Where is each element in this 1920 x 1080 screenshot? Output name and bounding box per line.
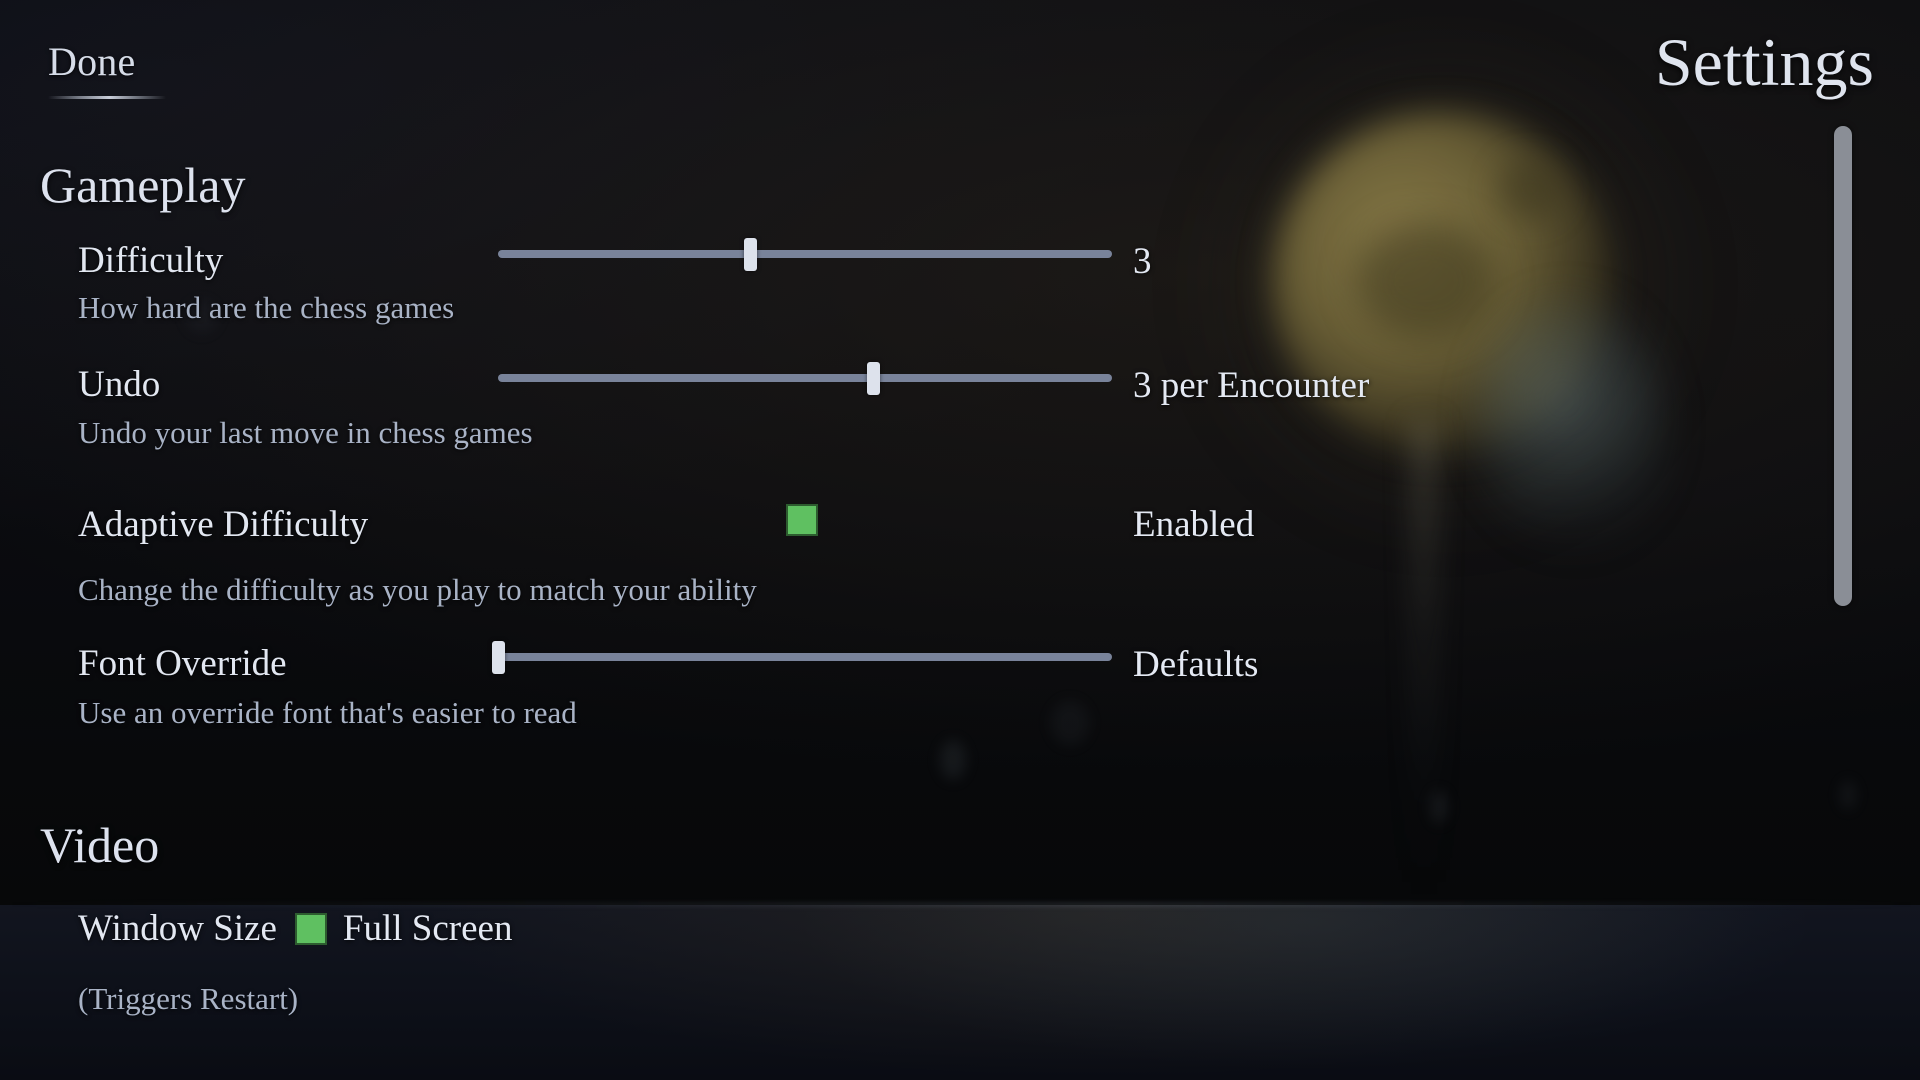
light-beam: [1410, 420, 1438, 900]
teal-haze: [1478, 300, 1666, 550]
font-override-value: Defaults: [1133, 644, 1259, 685]
undo-description: Undo your last move in chess games: [78, 415, 533, 450]
slider-handle[interactable]: [866, 362, 880, 395]
slider-track: [498, 653, 1112, 661]
dust-mote: [940, 740, 966, 780]
difficulty-description: How hard are the chess games: [78, 290, 455, 325]
dust-mote: [185, 300, 219, 334]
done-button[interactable]: Done: [48, 42, 176, 99]
slider-track: [498, 374, 1112, 382]
section-title-gameplay: Gameplay: [40, 157, 246, 213]
setting-label-font-override: Font Override: [78, 643, 287, 684]
moon-crater-icon: [1356, 222, 1496, 340]
adaptive-difficulty-checkbox[interactable]: [786, 504, 818, 536]
adaptive-difficulty-description: Change the difficulty as you play to mat…: [78, 572, 757, 607]
undo-slider[interactable]: [498, 358, 1112, 398]
done-button-label: Done: [48, 39, 136, 84]
adaptive-difficulty-value: Enabled: [1133, 504, 1255, 545]
difficulty-slider[interactable]: [498, 234, 1112, 274]
font-override-description: Use an override font that's easier to re…: [78, 695, 577, 730]
sky-backdrop: [0, 0, 1920, 905]
difficulty-value: 3: [1133, 241, 1152, 282]
horizon-line: [0, 902, 1920, 907]
section-title-video: Video: [40, 817, 160, 873]
window-size-checkbox[interactable]: [294, 912, 327, 945]
page-title: Settings: [1654, 24, 1874, 100]
scrollbar-thumb[interactable]: [1834, 126, 1852, 606]
slider-handle[interactable]: [743, 238, 757, 271]
moon-crater-secondary-icon: [1498, 158, 1564, 220]
setting-label-adaptive-difficulty: Adaptive Difficulty: [78, 504, 369, 545]
slider-track: [498, 250, 1112, 258]
setting-label-window-size: Window Size: [78, 908, 277, 949]
undo-value: 3 per Encounter: [1133, 365, 1370, 406]
dust-mote: [1050, 700, 1090, 746]
slider-handle[interactable]: [492, 641, 505, 674]
window-size-control-group[interactable]: Window Size Full Screen: [78, 910, 512, 947]
dust-mote: [1840, 780, 1856, 810]
dust-mote: [1430, 790, 1448, 824]
window-size-value: Full Screen: [342, 908, 513, 949]
done-button-underline: [48, 96, 166, 99]
font-override-slider[interactable]: [492, 637, 1112, 677]
window-size-description: (Triggers Restart): [78, 981, 299, 1016]
setting-label-undo: Undo: [78, 364, 161, 405]
setting-label-difficulty: Difficulty: [78, 240, 224, 281]
settings-scrollbar[interactable]: [1834, 126, 1852, 606]
